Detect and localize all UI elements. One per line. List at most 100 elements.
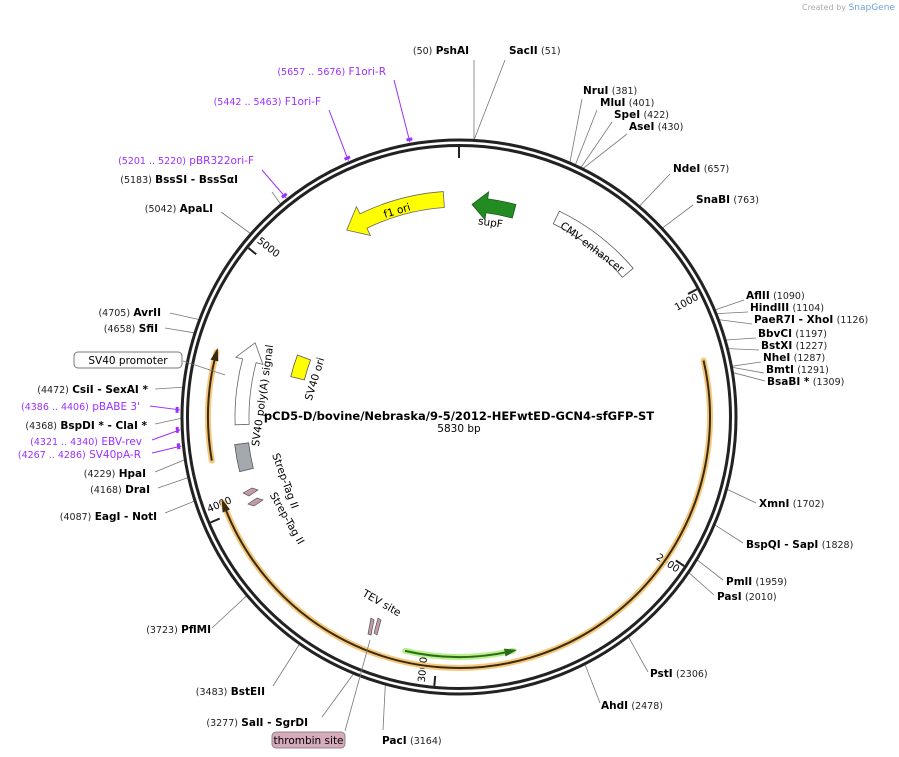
enzyme-site-ahdi[interactable]: AhdI (2478) [601,700,663,712]
enzyme-line-bspdi-clai [154,417,182,425]
primer-pbr322ori-f[interactable]: (5201 .. 5220) pBR322ori-F [118,155,254,167]
enzyme-site-psti[interactable]: PstI (2306) [650,668,708,680]
enzyme-position: (5183) [120,175,152,186]
enzyme-site-asei[interactable]: AseI (430) [629,121,683,133]
enzyme-site-apali[interactable]: (5042) ApaLI [145,203,213,215]
enzyme-line-bstxi [728,348,760,351]
plasmid-name: pCD5-D/bovine/Nebraska/9-5/2012-HEFwtED-… [264,409,654,423]
enzyme-site-hindiii[interactable]: HindIII (1104) [750,302,824,314]
tick-5000 [247,247,257,256]
tev-site-arrow-1[interactable] [367,617,375,636]
orf-right-arc-arrowhead [221,498,230,513]
primer-line-pbr322ori-f [261,169,287,199]
enzyme-site-eagi-noti[interactable]: (4087) EagI - NotI [60,511,157,523]
enzyme-position: (5042) [145,204,177,215]
enzyme-line-bsabi [733,372,766,382]
enzyme-site-hpai[interactable]: (4229) HpaI [84,468,146,480]
enzyme-position: (4168) [90,485,122,496]
enzyme-site-bspqi-sapi[interactable]: BspQI - SapI (1828) [746,539,853,551]
primer-mark-f1ori-r[interactable] [406,137,413,142]
primer-sv40pa-r[interactable]: (4267 .. 4286) SV40pA-R [18,449,141,461]
enzyme-site-snabi[interactable]: SnaBI (763) [696,194,759,206]
primer-pbabe-3-[interactable]: (4386 .. 4406) pBABE 3' [21,401,140,413]
enzyme-position: (763) [733,195,759,206]
enzyme-site-drai[interactable]: (4168) DraI [90,484,150,496]
enzyme-name: XmnI [759,498,789,510]
tev-site-label: TEV site [359,587,403,619]
enzyme-site-nrui[interactable]: NruI (381) [583,85,637,97]
enzyme-name: AvrII [133,307,161,319]
enzyme-line-xmni [727,489,757,504]
sv40-promoter-label[interactable]: SV40 promoter [73,351,226,376]
sv40-polya-arrow[interactable] [234,342,264,426]
tick-label-1000: 1000 [673,292,701,314]
enzyme-site-csii-sexai[interactable]: (4472) CsiI - SexAI * [37,384,148,396]
primer-f1ori-r[interactable]: (5657 .. 5676) F1ori-R [277,66,386,78]
enzyme-name: SnaBI [696,194,730,206]
primer-mark-f1ori-f[interactable] [343,155,351,161]
enzyme-site-bmti[interactable]: BmtI (1291) [766,364,829,376]
enzyme-site-sfii[interactable]: (4658) SfiI [104,323,158,335]
enzyme-site-bsteii[interactable]: (3483) BstEII [196,686,265,698]
enzyme-position: (4087) [60,512,92,523]
enzyme-site-bsabi[interactable]: BsaBI * (1309) [767,376,844,388]
primer-ebv-rev[interactable]: (4321 .. 4340) EBV-rev [30,436,142,448]
enzyme-name: PflMI [181,624,211,636]
enzyme-site-pmli[interactable]: PmlI (1959) [726,576,787,588]
enzyme-line-avrii [169,312,199,320]
enzyme-site-pasi[interactable]: PasI (2010) [717,591,777,603]
enzyme-name: NruI [583,85,608,97]
enzyme-line-paci [382,685,386,731]
enzyme-site-bsssi-bsss-i[interactable]: (5183) BssSI - BssSαI [120,174,238,186]
enzyme-line-paer7i-xhoi [719,319,753,325]
gfp-orf-arc[interactable] [404,649,514,658]
enzyme-site-aflii[interactable]: AflII (1090) [746,290,805,302]
enzyme-site-mlui[interactable]: MluI (401) [600,97,654,109]
primer-f1ori-f[interactable]: (5442 .. 5463) F1ori-F [214,96,321,108]
enzyme-site-bbvci[interactable]: BbvCI (1197) [758,328,827,340]
tev-site-arrow-2[interactable] [373,617,382,636]
enzyme-name: SalI - SgrDI [241,717,308,729]
enzyme-site-sali-sgrdi[interactable]: (3277) SalI - SgrDI [206,717,308,729]
strep-tag-1-arrow[interactable] [242,487,259,497]
tick-4000 [210,517,221,524]
supf-arrow[interactable] [471,191,517,221]
enzyme-name: AflII [746,290,770,302]
enzyme-site-bspdi-clai[interactable]: (4368) BspDI * - ClaI * [25,420,147,432]
enzyme-site-pshai[interactable]: (50) PshAI [413,45,469,57]
snapgene-credit: Created by SnapGene [802,3,895,13]
enzyme-name: AhdI [601,700,628,712]
enzyme-site-ndei[interactable]: NdeI (657) [673,163,729,175]
enzyme-position: (1309) [813,377,845,388]
strep-tag-2-arrow[interactable] [247,497,264,507]
f1-ori-arrow[interactable] [346,191,445,237]
enzyme-site-paci[interactable]: PacI (3164) [382,735,442,747]
enzyme-site-pflmi[interactable]: (3723) PflMI [146,624,211,636]
sv40-ori-box[interactable] [290,354,312,381]
enzyme-line-ndei [639,173,671,207]
enzyme-site-bstxi[interactable]: BstXI (1227) [761,340,827,352]
enzyme-site-xmni[interactable]: XmnI (1702) [759,498,824,510]
label-leader-lines [149,59,766,731]
orf-left-arc[interactable] [207,351,218,461]
enzyme-name: PstI [650,668,673,680]
enzyme-position: (3164) [410,736,442,747]
enzyme-site-nhei[interactable]: NheI (1287) [763,352,825,364]
orf-right-arc[interactable] [222,360,711,669]
backbone-outer [180,138,738,696]
enzyme-site-paer7i-xhoi[interactable]: PaeR7I - XhoI (1126) [754,314,868,326]
primer-line-f1ori-r [393,79,411,143]
sv40-gray-box[interactable] [234,442,254,473]
tick-label-3000: 3000 [417,656,430,682]
gfp-orf-arc-arrowhead [504,648,518,657]
thrombin-site-label[interactable]: thrombin site [271,639,371,749]
cmv-enhancer-box[interactable] [552,210,634,278]
enzyme-site-spei[interactable]: SpeI (422) [614,109,669,121]
enzyme-site-sacii[interactable]: SacII (51) [509,45,561,57]
enzyme-line-ahdi [584,664,601,704]
primer-mark-pbr322ori-f[interactable] [281,192,288,199]
primer-mark-sv40pa-r[interactable] [176,443,181,450]
enzyme-site-avrii[interactable]: (4705) AvrII [98,307,161,319]
enzyme-name: SacII [509,45,538,57]
enzyme-position: (4229) [84,469,116,480]
